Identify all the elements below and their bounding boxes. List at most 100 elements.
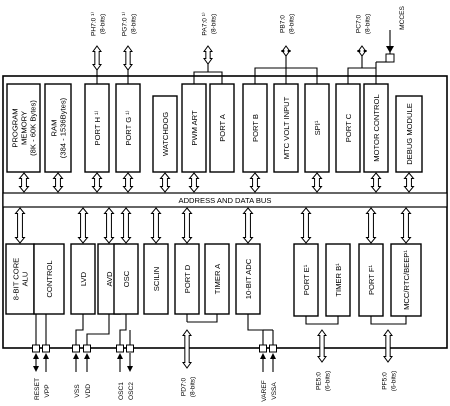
- mtc-volt-label-line-0: MTC VOLT INPUT: [282, 96, 291, 159]
- pc-pin-arrow: [357, 45, 367, 57]
- control-label: CONTROL: [45, 260, 54, 297]
- prog-mem-label-line-2: (8K - 60K Bytes): [28, 100, 37, 156]
- port-h-label-line-0: PORT H ¹⁾: [93, 110, 102, 145]
- vpp-pin-arrow-head: [43, 353, 49, 359]
- port-e-label: PORT E¹: [302, 264, 311, 295]
- debug-block: [395, 95, 423, 173]
- pg-pin-arrow: [123, 45, 133, 71]
- port-e-label-line-0: PORT E¹: [302, 264, 311, 295]
- pe-pin-label-line-1: (6-bits): [324, 371, 331, 392]
- spi-label-line-0: SPI¹: [313, 120, 322, 135]
- prog-mem-bus-arrow: [18, 172, 30, 193]
- pc-pin-label-line-1: (8-bits): [364, 14, 371, 35]
- port-c-label-line-0: PORT C: [344, 113, 353, 142]
- timer-a-label: TIMER A: [213, 263, 222, 294]
- timer-a-label-line-0: TIMER A: [213, 263, 222, 294]
- avd-bus-arrow: [103, 207, 115, 244]
- portd-timera-connector-2: [187, 314, 218, 323]
- avd-label: AVD: [105, 271, 114, 287]
- timer-b-block: [325, 243, 351, 317]
- ph-pin-label: PH7:0 ¹⁾(8-bits): [89, 12, 106, 36]
- pf-pin-label-line-1: (6-bits): [390, 371, 397, 392]
- reset-pin-label-line-0: RESET: [34, 378, 41, 400]
- adc-label: 10-BIT ADC: [244, 258, 253, 299]
- port-d-label-line-0: PORT D: [183, 264, 192, 293]
- ram-label: RAM(384 - 1536Bytes): [49, 97, 67, 158]
- mcc-label: MCC/RTC/BEEP¹: [402, 250, 411, 310]
- ph-pin-label-line-1: (8-bits): [99, 14, 106, 35]
- core-bus-arrow: [14, 207, 26, 244]
- scilin-label-line-0: SCILIN: [152, 267, 161, 291]
- varef-pin-label: VAREF: [261, 380, 268, 402]
- watchdog-label: WATCHDOG: [161, 112, 170, 156]
- mcc-bus-arrow: [400, 207, 412, 244]
- port-f-bus-arrow: [365, 207, 377, 244]
- pd-pin-label: PD7:0(8-bits): [180, 377, 196, 398]
- scilin-block: [143, 243, 169, 315]
- pc-pin-label-line-0: PC7:0: [355, 15, 362, 34]
- varef-lead: [247, 314, 264, 345]
- vpp-pin-label-line-0: VPP: [44, 384, 51, 398]
- osc2-pin-label: OSC2: [128, 382, 135, 400]
- debug-label-line-0: DEBUG MODULE: [405, 103, 414, 165]
- pe-pin-label-line-0: PE5:0: [315, 372, 322, 390]
- prog-mem-label-line-1: MEMORY: [19, 111, 28, 145]
- ram-bus-arrow: [52, 172, 64, 193]
- vssa-pin-arrow-head: [270, 353, 276, 359]
- spi-bus-arrow: [311, 172, 323, 193]
- port-g-bus-arrow: [122, 172, 134, 193]
- spi-block: [304, 83, 330, 173]
- control-label-line-0: CONTROL: [45, 260, 54, 297]
- pe-pin-arrow: [317, 329, 327, 363]
- port-a-label: PORT A: [218, 113, 227, 142]
- vss-pin-square: [72, 344, 80, 353]
- osc1-lead: [119, 314, 127, 345]
- portf-mcc-connector: [370, 316, 407, 325]
- prog-mem-label-line-0: PROGRAM: [10, 108, 19, 147]
- ram-label-line-0: RAM: [49, 120, 58, 137]
- varef-pin-label-line-0: VAREF: [261, 380, 268, 402]
- ph-pin-arrow: [92, 45, 102, 71]
- address-data-bus: [2, 192, 448, 208]
- control-block: [33, 243, 65, 315]
- port-b-bus-arrow: [249, 172, 261, 193]
- osc1-pin-label-line-0: OSC1: [118, 382, 125, 400]
- vssa-pin-label-line-0: VSSA: [271, 382, 278, 400]
- debug-label: DEBUG MODULE: [405, 103, 414, 165]
- lvd-block: [70, 243, 96, 315]
- motor-ctrl-label-line-0: MOTOR CONTROL: [372, 94, 381, 161]
- reset-pin-square: [32, 344, 40, 353]
- port-a-block: [209, 83, 235, 173]
- pd-pin-label-line-0: PD7:0: [180, 378, 187, 397]
- chip-outline: [2, 75, 448, 349]
- pwm-art-block: [181, 83, 207, 173]
- timer-b-label-line-0: TIMER B¹: [334, 263, 343, 297]
- pwm-art-label: PWM ART: [190, 110, 199, 146]
- osc1-pin-label: OSC1: [118, 382, 125, 400]
- port-g-label-line-0: PORT G ¹⁾: [124, 110, 133, 145]
- avd-label-line-0: AVD: [105, 271, 114, 287]
- core-label-line-1: ALU: [20, 272, 29, 287]
- port-h-block: [84, 83, 110, 173]
- bus-label: ADDRESS AND DATA BUS: [179, 196, 272, 205]
- osc-label-line-0: OSC: [122, 270, 131, 287]
- port-b-block: [242, 83, 268, 173]
- osc1-pin-arrow-head: [117, 353, 123, 359]
- port-a-label-line-0: PORT A: [218, 113, 227, 142]
- ph-pin-label-line-0: PH7:0 ¹⁾: [89, 12, 97, 36]
- vss-pin-label-line-0: VSS: [74, 384, 81, 398]
- pb-pin-arrow: [281, 45, 291, 57]
- vdd-pin-square: [83, 344, 91, 353]
- pd-pin-label-line-1: (8-bits): [189, 377, 196, 398]
- pg-pin-label-line-1: (8-bits): [130, 14, 137, 35]
- port-f-label-line-0: PORT F¹: [367, 264, 376, 295]
- porte-timerb-connector: [305, 316, 339, 325]
- pa-pin-label-line-0: PA7:0 ¹⁾: [200, 12, 208, 36]
- pg-pin-label-line-0: PG7:0 ¹⁾: [120, 11, 128, 36]
- port-b-label: PORT B: [251, 114, 260, 142]
- vdd-lead: [86, 314, 110, 345]
- mcc-block: [390, 243, 422, 317]
- pwm-art-label-line-0: PWM ART: [190, 110, 199, 146]
- pg-pin-label: PG7:0 ¹⁾(8-bits): [120, 11, 137, 36]
